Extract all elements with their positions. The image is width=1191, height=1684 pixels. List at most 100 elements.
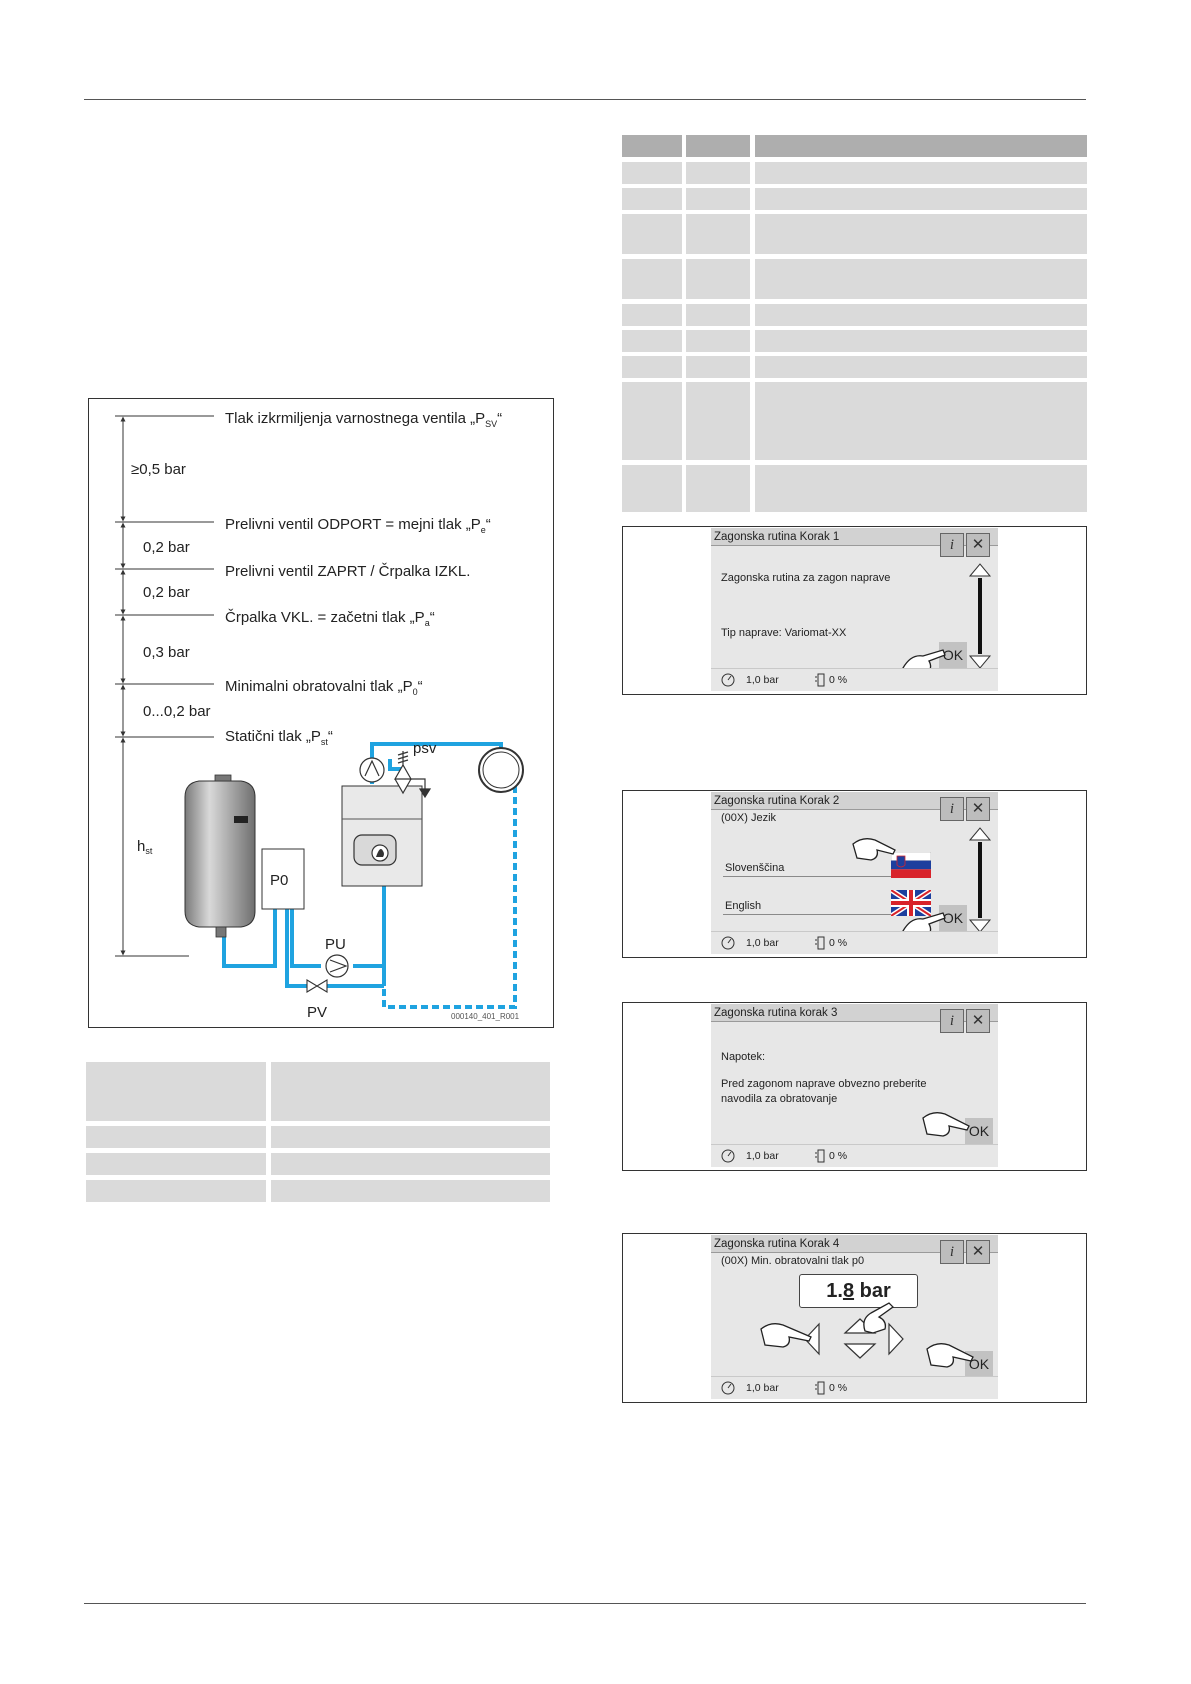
hand-pointer-icon bbox=[926, 1343, 974, 1368]
value-integer: 1. bbox=[826, 1280, 843, 1302]
diagram-code: 000140_401_R001 bbox=[451, 1012, 520, 1021]
level-icon bbox=[815, 1381, 825, 1395]
right-table-cell bbox=[622, 259, 682, 299]
level-label-pst: Statični tlak „Pst“ bbox=[225, 728, 333, 747]
left-table-cell bbox=[271, 1180, 550, 1202]
right-table-cell bbox=[755, 214, 1087, 254]
ok-button[interactable]: OK bbox=[965, 1118, 993, 1144]
right-table-head-cell bbox=[622, 135, 682, 157]
pressure-gauge-icon bbox=[721, 673, 735, 687]
screen-step2: Zagonska rutina Korak 2 (00X) Jezik i ✕ … bbox=[711, 792, 998, 954]
info-button[interactable]: i bbox=[940, 1009, 964, 1033]
left-table-head-cell bbox=[86, 1062, 266, 1121]
p0-label: P0 bbox=[270, 872, 288, 889]
left-table-cell bbox=[86, 1153, 266, 1175]
screen-text: navodila za obratovanje bbox=[721, 1093, 838, 1105]
right-table-cell bbox=[755, 162, 1087, 184]
close-button[interactable]: ✕ bbox=[966, 533, 990, 557]
screen-text: Pred zagonom naprave obvezno preberite bbox=[721, 1078, 927, 1090]
status-level: 0 % bbox=[829, 1382, 848, 1394]
info-button[interactable]: i bbox=[940, 797, 964, 821]
p0-control-box bbox=[261, 848, 305, 910]
option-divider bbox=[723, 876, 918, 877]
right-table-cell bbox=[686, 259, 750, 299]
header-rule bbox=[84, 99, 1086, 100]
screen-subtitle: (00X) Jezik bbox=[721, 812, 777, 824]
scrollbar[interactable] bbox=[967, 562, 993, 672]
ok-button[interactable]: OK bbox=[939, 642, 967, 668]
screen-text: Tip naprave: Variomat-XX bbox=[721, 627, 847, 639]
right-table-cell bbox=[686, 162, 750, 184]
info-button[interactable]: i bbox=[940, 1240, 964, 1264]
consumer-icon bbox=[478, 747, 524, 793]
arrow-right-button[interactable] bbox=[887, 1322, 905, 1356]
left-table-cell bbox=[86, 1126, 266, 1148]
level-icon bbox=[815, 673, 825, 687]
hand-pointer-icon bbox=[863, 1302, 895, 1334]
right-table-cell bbox=[622, 330, 682, 352]
screen-frame-step4: Zagonska rutina Korak 4 (00X) Min. obrat… bbox=[622, 1233, 1087, 1403]
pressure-value-input[interactable]: 1.8 bar bbox=[799, 1274, 918, 1308]
return-pipe bbox=[382, 769, 517, 1009]
pressure-gauge-icon bbox=[721, 936, 735, 950]
close-button[interactable]: ✕ bbox=[966, 1240, 990, 1264]
level-label-pa: Črpalka VKL. = začetni tlak „Pa“ bbox=[225, 609, 435, 628]
close-button[interactable]: ✕ bbox=[966, 797, 990, 821]
status-level: 0 % bbox=[829, 674, 848, 686]
left-table-cell bbox=[271, 1153, 550, 1175]
status-pressure: 1,0 bar bbox=[746, 1150, 779, 1162]
pressure-diagram: Tlak izkrmiljenja varnostnega ventila „P… bbox=[88, 398, 554, 1028]
right-table-cell bbox=[686, 330, 750, 352]
status-bar: 1,0 bar 0 % bbox=[711, 931, 998, 954]
right-table-cell bbox=[622, 214, 682, 254]
pu-label: PU bbox=[325, 936, 346, 953]
flag-uk-icon bbox=[891, 890, 931, 916]
arrow-left-button[interactable] bbox=[803, 1322, 821, 1356]
status-level: 0 % bbox=[829, 1150, 848, 1162]
right-table-cell bbox=[755, 356, 1087, 378]
right-table-cell bbox=[755, 188, 1087, 210]
right-table-cell bbox=[755, 465, 1087, 512]
right-table-cell bbox=[686, 382, 750, 460]
screen-step3: Zagonska rutina korak 3 i ✕ Napotek: Pre… bbox=[711, 1004, 998, 1167]
language-option-sl[interactable]: Slovenščina bbox=[725, 862, 785, 874]
right-table-cell bbox=[686, 465, 750, 512]
pv-label: PV bbox=[307, 1004, 327, 1021]
level-label-zaprt: Prelivni ventil ZAPRT / Črpalka IZKL. bbox=[225, 563, 470, 580]
arrow-down-button[interactable] bbox=[843, 1342, 877, 1360]
right-table-cell bbox=[755, 382, 1087, 460]
right-table-cell bbox=[622, 188, 682, 210]
status-pressure: 1,0 bar bbox=[746, 937, 779, 949]
safety-valve-icon bbox=[393, 751, 432, 799]
left-table bbox=[86, 1062, 550, 1202]
level-icon bbox=[815, 936, 825, 950]
right-table-cell bbox=[622, 304, 682, 326]
right-table-head-cell bbox=[755, 135, 1087, 157]
value-selected-digit: 8 bbox=[842, 1280, 855, 1302]
pressure-gauge-icon bbox=[721, 1149, 735, 1163]
right-table bbox=[622, 135, 1087, 512]
reflex-badge bbox=[234, 816, 248, 823]
language-option-en[interactable]: English bbox=[725, 900, 762, 912]
left-table-head-cell bbox=[271, 1062, 550, 1121]
right-table-cell bbox=[755, 259, 1087, 299]
right-table-cell bbox=[686, 304, 750, 326]
gap-label-2: 0,2 bar bbox=[143, 539, 190, 556]
right-table-cell bbox=[755, 330, 1087, 352]
scrollbar[interactable] bbox=[967, 826, 993, 936]
hand-pointer-icon bbox=[922, 1112, 970, 1137]
status-bar: 1,0 bar 0 % bbox=[711, 1376, 998, 1399]
status-pressure: 1,0 bar bbox=[746, 1382, 779, 1394]
info-button[interactable]: i bbox=[940, 533, 964, 557]
hst-label: hst bbox=[137, 838, 153, 856]
screen-subtitle: (00X) Min. obratovalni tlak p0 bbox=[721, 1255, 865, 1267]
screen-frame-step1: Zagonska rutina Korak 1 i ✕ Zagonska rut… bbox=[622, 526, 1087, 695]
status-bar: 1,0 bar 0 % bbox=[711, 668, 998, 691]
right-table-cell bbox=[686, 214, 750, 254]
close-button[interactable]: ✕ bbox=[966, 1009, 990, 1033]
right-table-cell bbox=[622, 465, 682, 512]
right-table-cell bbox=[622, 162, 682, 184]
expansion-vessel bbox=[184, 774, 256, 938]
pressure-gauge-icon bbox=[721, 1381, 735, 1395]
level-icon bbox=[815, 1149, 825, 1163]
